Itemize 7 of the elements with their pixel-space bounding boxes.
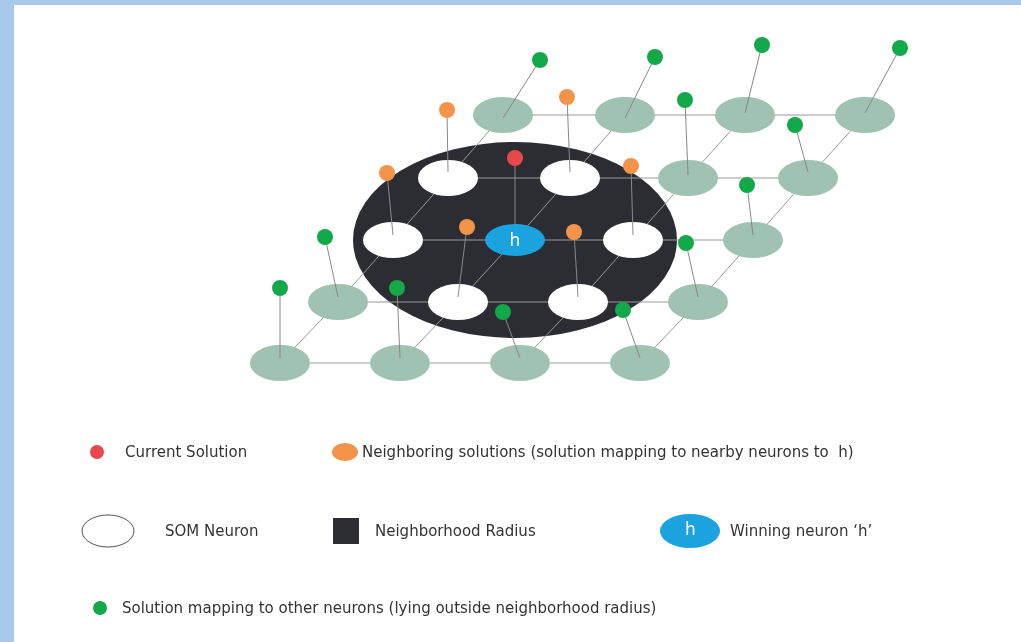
legend-text: Neighborhood Radius xyxy=(375,522,536,540)
symbol-letter: h xyxy=(685,520,696,538)
legend-text: Solution mapping to other neurons (lying outside neighborhood radius) xyxy=(122,599,657,617)
legend-text: Winning neuron ‘h’ xyxy=(730,522,873,540)
legend-text: Current Solution xyxy=(125,443,248,461)
legend-text: Neighboring solutions (solution mapping to nearby neurons to h) xyxy=(362,443,854,461)
legend-text: SOM Neuron xyxy=(165,522,259,540)
